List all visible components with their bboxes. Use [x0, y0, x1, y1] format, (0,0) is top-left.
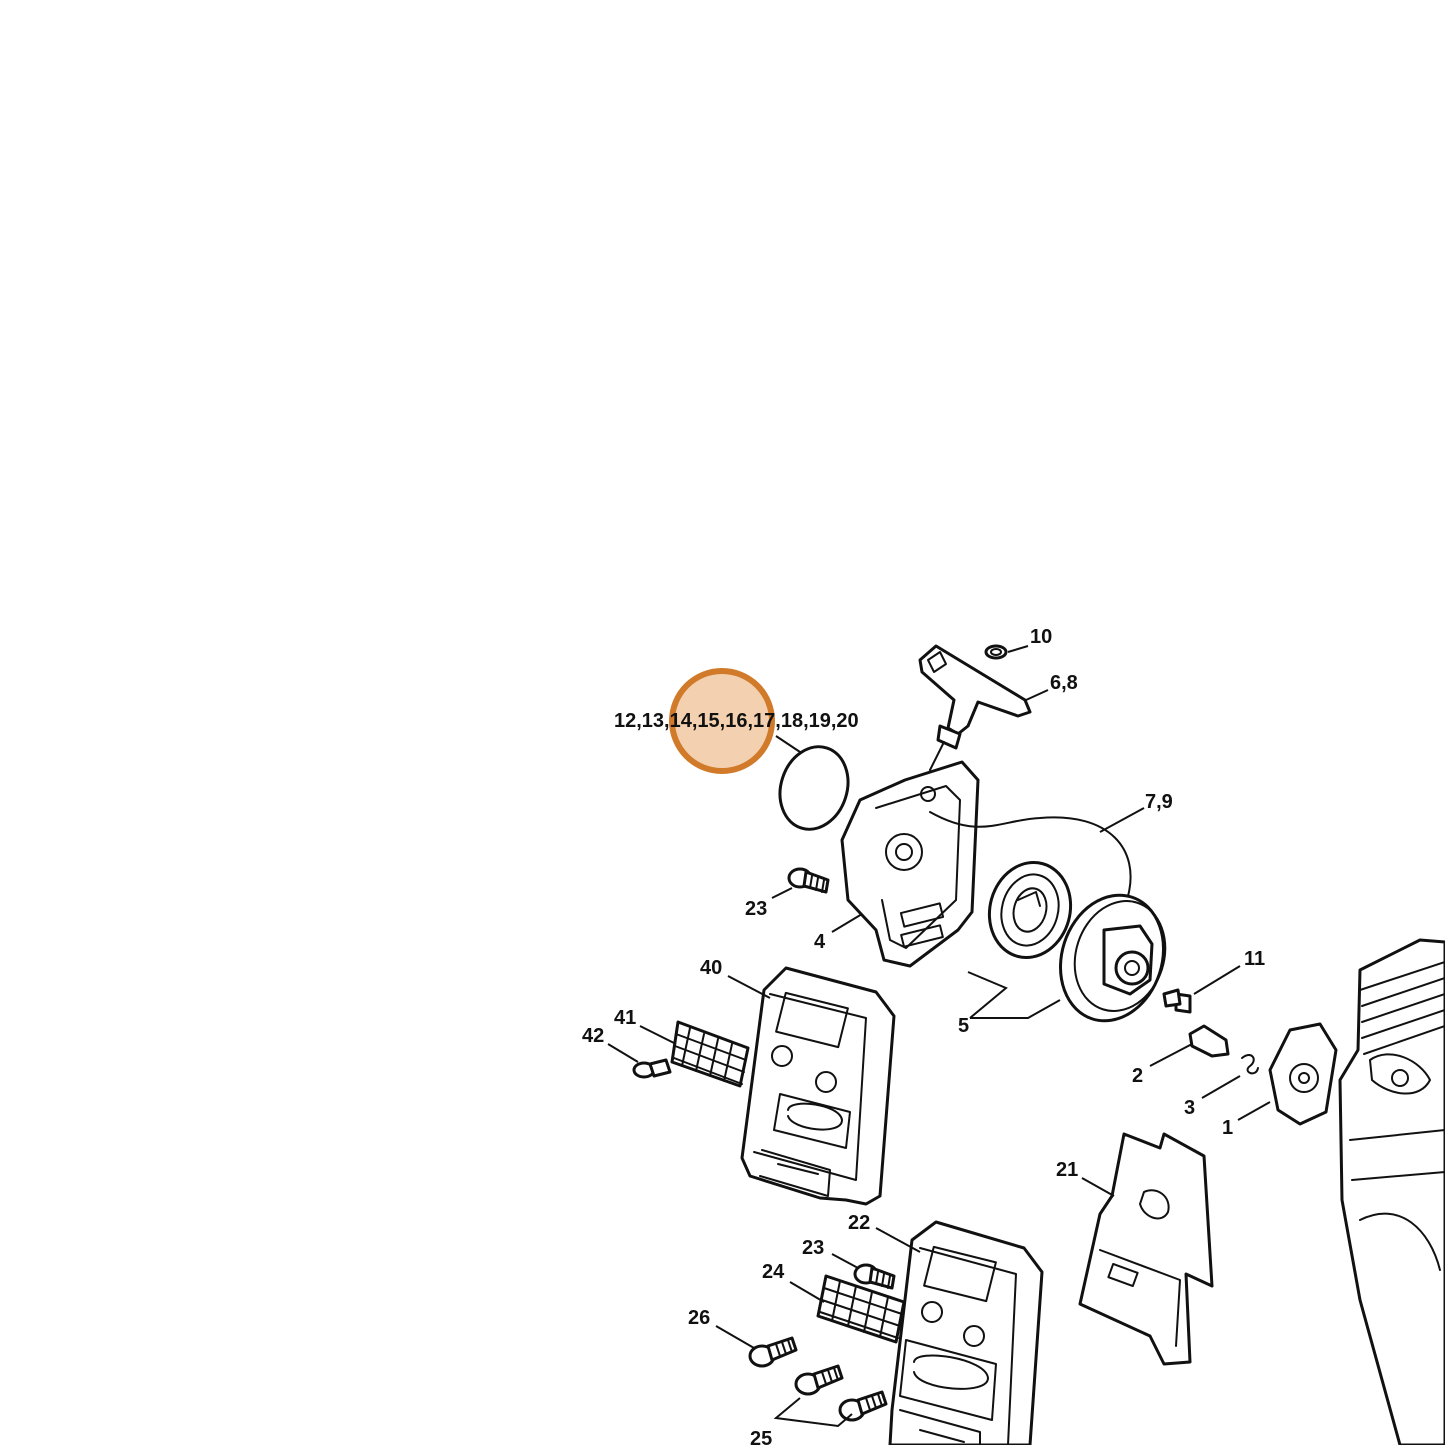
label-22[interactable]: 22 — [848, 1212, 870, 1234]
rewind-spring[interactable] — [979, 853, 1081, 966]
screw-26[interactable] — [748, 1336, 798, 1368]
rope-rotor[interactable] — [1045, 882, 1180, 1035]
label-5[interactable]: 5 — [958, 1015, 969, 1037]
label-24[interactable]: 24 — [762, 1261, 785, 1283]
rope-bushing[interactable] — [984, 644, 1008, 660]
screw-11[interactable] — [1162, 988, 1192, 1014]
starter-rope — [929, 811, 1132, 897]
label-41[interactable]: 41 — [614, 1007, 636, 1029]
engine-cylinder — [1338, 938, 1445, 1445]
heat-shield[interactable] — [1078, 1132, 1214, 1366]
label-6-8[interactable]: 6,8 — [1050, 672, 1078, 694]
label-21[interactable]: 21 — [1056, 1159, 1078, 1181]
pawl[interactable] — [1188, 1024, 1230, 1058]
highlight-marker[interactable] — [669, 668, 775, 774]
label-2[interactable]: 2 — [1132, 1065, 1143, 1087]
pawl-spring[interactable] — [1241, 1054, 1259, 1075]
label-42[interactable]: 42 — [582, 1025, 604, 1047]
starter-grip[interactable] — [918, 644, 1032, 771]
label-23-lower[interactable]: 23 — [802, 1237, 824, 1259]
label-25[interactable]: 25 — [750, 1428, 772, 1445]
spark-screen-lower[interactable] — [816, 1274, 906, 1344]
spark-screen-upper[interactable] — [670, 1020, 750, 1088]
muffler-bottom[interactable] — [888, 1220, 1044, 1445]
leader-lines — [607, 645, 1271, 1428]
screw-42[interactable] — [632, 1058, 672, 1079]
label-12-20[interactable]: 12,13,14,15,16,17,18,19,20 — [614, 710, 859, 732]
label-4[interactable]: 4 — [814, 931, 826, 953]
label-7-9[interactable]: 7,9 — [1145, 791, 1173, 813]
label-1[interactable]: 1 — [1222, 1117, 1233, 1139]
label-40[interactable]: 40 — [700, 957, 722, 979]
starter-housing[interactable] — [840, 760, 980, 968]
label-11[interactable]: 11 — [1244, 948, 1265, 970]
screw-25b[interactable] — [838, 1390, 888, 1422]
label-3[interactable]: 3 — [1184, 1097, 1195, 1119]
part-labels: 10 6,8 12,13,14,15,16,17,18,19,20 7,9 23… — [582, 626, 1265, 1445]
screw-23-lower[interactable] — [853, 1263, 896, 1290]
label-26[interactable]: 26 — [688, 1307, 710, 1329]
label-23-upper[interactable]: 23 — [745, 898, 767, 920]
screw-23-upper[interactable] — [787, 867, 830, 894]
label-10[interactable]: 10 — [1030, 626, 1052, 648]
screw-25a[interactable] — [794, 1364, 844, 1396]
o-ring[interactable] — [770, 738, 859, 838]
fan-carrier[interactable] — [1268, 1022, 1338, 1126]
muffler-top[interactable] — [740, 966, 896, 1206]
